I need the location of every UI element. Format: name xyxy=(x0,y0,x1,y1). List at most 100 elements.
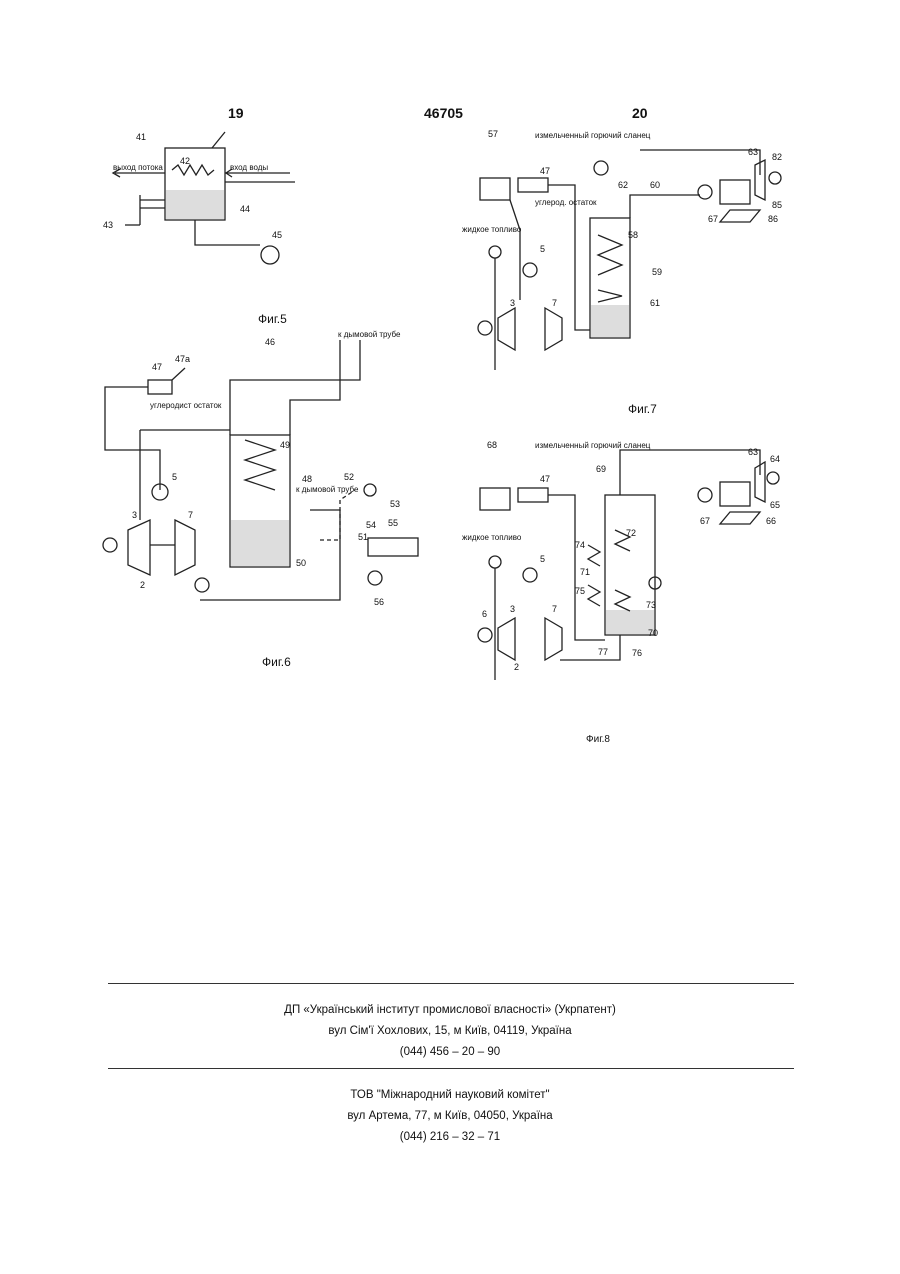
org1-name: ДП «Український інститут промислової вла… xyxy=(0,1000,900,1021)
fig8-num-47: 47 xyxy=(540,474,550,484)
fig7-box-47 xyxy=(518,178,548,192)
fig8-num-70: 70 xyxy=(648,628,658,638)
fig7-coil-61 xyxy=(598,290,622,302)
fig8-num-66: 66 xyxy=(766,516,776,526)
fig6-num-53: 53 xyxy=(390,499,400,509)
fig8-caption: Фиг.8 xyxy=(586,734,610,745)
fig6-generator xyxy=(103,538,117,552)
fig8-num-2: 2 xyxy=(514,662,519,672)
org2-phone: (044) 216 – 32 – 71 xyxy=(0,1127,900,1148)
fig7-label-liquid-fuel: жидкое топливо xyxy=(462,225,522,234)
fig8-num-63: 63 xyxy=(748,447,758,457)
fig7-pump-67 xyxy=(698,185,712,199)
fig7-num-3: 3 xyxy=(510,298,515,308)
figure-5: 41 42 43 44 45 выход потока вход воды xyxy=(103,132,295,264)
fig8-num-69: 69 xyxy=(596,464,606,474)
footer-rule-top xyxy=(108,983,794,984)
fig7-circle-5 xyxy=(523,263,537,277)
fig7-num-61: 61 xyxy=(650,298,660,308)
fig8-coil-75 xyxy=(588,585,600,606)
fig8-num-76: 76 xyxy=(632,648,642,658)
fig5-num-41: 41 xyxy=(136,132,146,142)
fig6-num-54: 54 xyxy=(366,520,376,530)
fig7-num-47: 47 xyxy=(540,166,550,176)
footer-block-2: ТОВ "Міжнародний науковий комітет" вул А… xyxy=(0,1085,900,1148)
fig8-box-47 xyxy=(518,488,548,502)
fig7-num-58: 58 xyxy=(628,230,638,240)
fig6-num-3: 3 xyxy=(132,510,137,520)
fig8-pump-67 xyxy=(698,488,712,502)
fig6-generator-53 xyxy=(364,484,376,496)
fig6-num-49: 49 xyxy=(280,440,290,450)
fig5-pipe xyxy=(195,220,260,245)
fig8-num-3: 3 xyxy=(510,604,515,614)
fig5-coil xyxy=(172,165,214,175)
fig6-num-47a: 47а xyxy=(175,354,190,364)
patent-figures-drawing: 41 42 43 44 45 выход потока вход воды 46… xyxy=(0,0,900,780)
fig6-num-52: 52 xyxy=(344,472,354,482)
fig8-box-left xyxy=(480,488,510,510)
fig7-num-63: 63 xyxy=(748,147,758,157)
footer-rule-middle xyxy=(108,1068,794,1069)
fig8-label-shale: измельченный горючий сланец xyxy=(535,441,651,450)
fig8-tank-66 xyxy=(720,512,760,524)
fig8-bed xyxy=(606,610,654,634)
fig7-num-85: 85 xyxy=(772,200,782,210)
fig6-label-residue: углеродист остаток xyxy=(150,401,222,410)
figure-6: 46 47 47а 49 48 5 3 7 2 50 51 52 53 54 5… xyxy=(103,330,418,607)
figure-7: 57 47 62 60 63 82 85 86 67 58 59 61 5 3 … xyxy=(462,129,782,370)
fig6-num-56: 56 xyxy=(374,597,384,607)
fig6-num-48: 48 xyxy=(302,474,312,484)
fig6-condenser xyxy=(368,538,418,556)
fig6-bed xyxy=(231,520,289,566)
org1-phone: (044) 456 – 20 – 90 xyxy=(0,1042,900,1063)
org2-name: ТОВ "Міжнародний науковий комітет" xyxy=(0,1085,900,1106)
fig6-num-47: 47 xyxy=(152,362,162,372)
fig8-num-72: 72 xyxy=(626,528,636,538)
org1-address: вул Сім'ї Хохлових, 15, м Київ, 04119, У… xyxy=(0,1021,900,1042)
fig6-num-51: 51 xyxy=(358,532,368,542)
fig6-num-50: 50 xyxy=(296,558,306,568)
fig5-num-42: 42 xyxy=(180,156,190,166)
fig8-compressor xyxy=(498,618,515,660)
fig7-tank-86 xyxy=(720,210,760,222)
fig7-num-57: 57 xyxy=(488,129,498,139)
fig6-turbine xyxy=(175,520,195,575)
fig7-num-67: 67 xyxy=(708,214,718,224)
fig7-turbine xyxy=(545,308,562,350)
fig8-circle-5 xyxy=(523,568,537,582)
fig6-valve xyxy=(195,578,209,592)
fig7-box-left xyxy=(480,178,510,200)
fig8-num-7: 7 xyxy=(552,604,557,614)
fig7-label-shale: измельченный горючий сланец xyxy=(535,131,651,140)
fig7-num-62: 62 xyxy=(618,180,628,190)
fig7-num-82: 82 xyxy=(772,152,782,162)
fig6-coil xyxy=(245,440,275,490)
fig8-num-73: 73 xyxy=(646,600,656,610)
fig8-num-6: 6 xyxy=(482,609,487,619)
fig6-pump-56 xyxy=(368,571,382,585)
fig5-num-45: 45 xyxy=(272,230,282,240)
fig5-num-43: 43 xyxy=(103,220,113,230)
fig5-bed xyxy=(166,190,224,219)
fig7-condenser xyxy=(720,180,750,204)
fig6-num-5: 5 xyxy=(172,472,177,482)
fig8-num-75: 75 xyxy=(575,586,585,596)
fig7-label-residue: углерод. остаток xyxy=(535,198,597,207)
fig5-fan xyxy=(261,246,279,264)
fig6-compressor xyxy=(128,520,150,575)
fig7-generator-82 xyxy=(769,172,781,184)
fig5-caption: Фиг.5 xyxy=(258,312,287,326)
figure-8: 68 47 69 63 64 65 66 67 72 74 71 75 73 7… xyxy=(462,440,780,680)
fig8-coil-74 xyxy=(588,545,600,566)
fig6-num-55: 55 xyxy=(388,518,398,528)
fig5-label-outflow: выход потока xyxy=(113,163,163,172)
fig8-num-65: 65 xyxy=(770,500,780,510)
fig7-compressor xyxy=(498,308,515,350)
fig8-num-5: 5 xyxy=(540,554,545,564)
fig6-num-2: 2 xyxy=(140,580,145,590)
fig8-num-74: 74 xyxy=(575,540,585,550)
fig8-generator xyxy=(478,628,492,642)
fig7-pump-p xyxy=(489,246,501,258)
fig8-coil-73 xyxy=(615,590,630,611)
